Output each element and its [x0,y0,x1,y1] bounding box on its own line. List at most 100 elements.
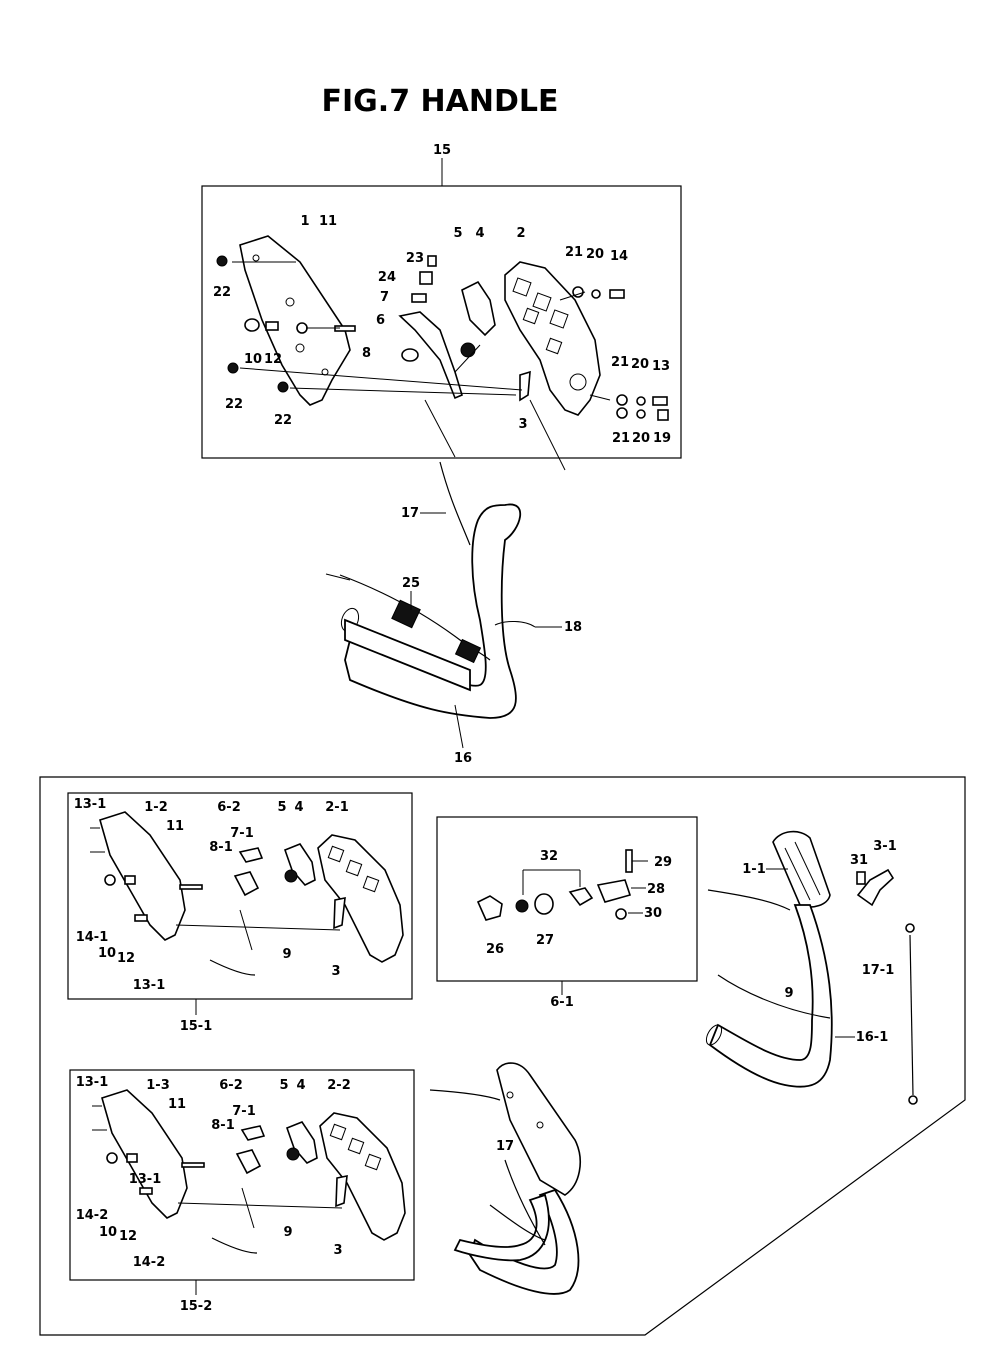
label-6-2: 6-2 [217,800,241,815]
assembly-16-1 [705,830,918,1105]
part-12-screw [265,321,279,331]
label-22b: 22 [225,397,243,412]
label-10: 10 [99,1225,117,1240]
variants-frame [39,776,966,1336]
label-12: 12 [264,352,282,367]
assembly-15-box [201,185,682,459]
label-11: 11 [319,214,337,229]
part-14-bolt [609,289,625,299]
part-8-spring [401,348,419,362]
label-17: 17 [496,1139,514,1154]
label-13-1: 13-1 [74,797,107,812]
label-28: 28 [647,882,665,897]
figure-title: FIG.7 HANDLE [322,84,559,119]
label-8-1: 8-1 [211,1118,235,1133]
label-13-1b: 13-1 [133,978,166,993]
label-26: 26 [486,942,504,957]
label-9: 9 [784,986,793,1001]
part-22-nut [216,255,228,267]
label-11: 11 [166,819,184,834]
label-27: 27 [536,933,554,948]
label-12: 12 [117,951,135,966]
label-15-1: 15-1 [180,1019,213,1034]
label-2-2: 2-2 [327,1078,351,1093]
assembly-15-1 [67,792,413,1015]
label-24: 24 [378,270,396,285]
label-13-1b: 13-1 [129,1172,162,1187]
label-10: 10 [98,946,116,961]
label-19: 19 [653,431,671,446]
label-1: 1 [300,214,309,229]
label-21b: 21 [611,355,629,370]
assembly-15-2-box [69,1069,415,1281]
assembly-15 [201,158,682,471]
label-5: 5 [279,1078,288,1093]
label-14: 14 [610,249,628,264]
label-13: 13 [652,359,670,374]
label-1-2: 1-2 [144,800,168,815]
label-8-1: 8-1 [209,840,233,855]
label-29: 29 [654,855,672,870]
label-17: 17 [401,506,419,521]
part-3-lever [519,370,531,402]
label-16: 16 [454,751,472,766]
part-26 [476,895,503,921]
label-4: 4 [475,226,484,241]
part-25-cable-holder [391,599,421,629]
assembly-15-2 [69,1069,415,1295]
label-5: 5 [453,226,462,241]
label-6-1: 6-1 [550,995,574,1010]
part-31 [856,871,866,885]
part-23-screw [427,255,437,267]
part-20-washer [591,289,601,299]
label-20: 20 [586,247,604,262]
label-20c: 20 [632,431,650,446]
label-12: 12 [119,1229,137,1244]
label-1-1: 1-1 [742,862,766,877]
label-5: 5 [277,800,286,815]
label-15-2: 15-2 [180,1299,213,1314]
label-16-1: 16-1 [856,1030,889,1045]
assembly-17-handle [429,1062,581,1295]
label-10: 10 [244,352,262,367]
part-27 [534,893,554,915]
label-22c: 22 [274,413,292,428]
label-14-2b: 14-2 [133,1255,166,1270]
label-14-2: 14-2 [76,1208,109,1223]
part-10-collar [244,318,260,332]
part-5-spring [460,342,476,358]
part-7-plate [411,293,427,303]
part-30 [615,908,627,920]
label-21c: 21 [612,431,630,446]
label-13-1: 13-1 [76,1075,109,1090]
part-19-nut [657,409,669,421]
label-2-1: 2-1 [325,800,349,815]
label-18: 18 [564,620,582,635]
part-1-cover [239,235,351,406]
label-14-1: 14-1 [76,930,109,945]
part-6-lock [398,311,463,400]
assembly-6-1-box [436,816,698,982]
assembly-15-1-box [67,792,413,1000]
label-3: 3 [331,964,340,979]
label-7: 7 [380,290,389,305]
label-3: 3 [518,417,527,432]
label-8: 8 [362,346,371,361]
label-15: 15 [433,143,451,158]
label-30: 30 [644,906,662,921]
label-6: 6 [376,313,385,328]
label-1-3: 1-3 [146,1078,170,1093]
part-28 [596,879,632,903]
handle-tube-16 [325,461,536,719]
label-9: 9 [283,1225,292,1240]
part-4-trigger [461,280,496,337]
label-7-1: 7-1 [232,1104,256,1119]
label-3: 3 [333,1243,342,1258]
part-29 [625,849,633,873]
part-3-1 [856,868,895,907]
label-11: 11 [168,1097,186,1112]
label-4: 4 [296,1078,305,1093]
label-23: 23 [406,251,424,266]
label-21: 21 [565,245,583,260]
